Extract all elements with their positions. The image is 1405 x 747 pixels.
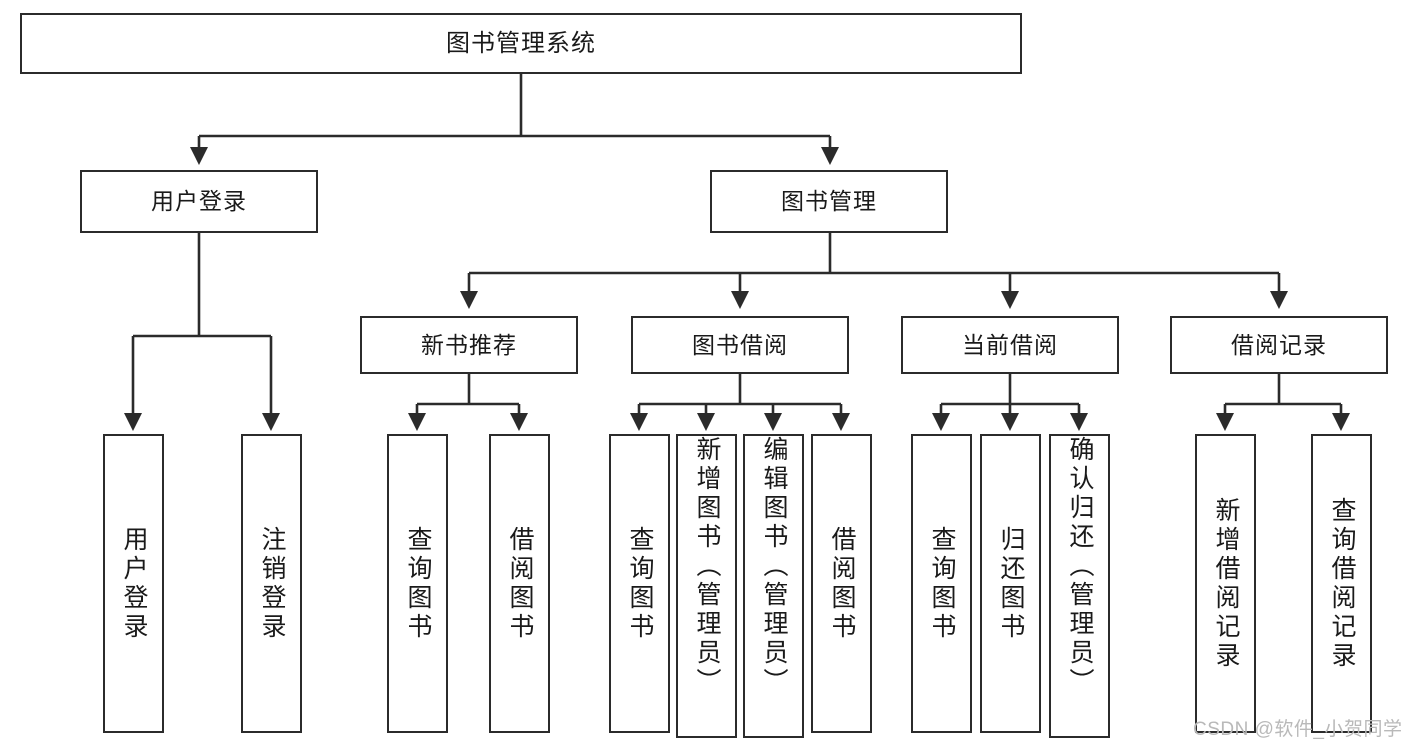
node-new-book-recommend[interactable]: 新书推荐 — [360, 316, 578, 374]
node-book-manage[interactable]: 图书管理 — [710, 170, 948, 233]
node-borrow-record[interactable]: 借阅记录 — [1170, 316, 1388, 374]
node-label: 归还图书 — [997, 525, 1025, 642]
node-book-borrow[interactable]: 图书借阅 — [631, 316, 849, 374]
node-label: 查询借阅记录 — [1328, 496, 1356, 671]
node-label: 图书管理系统 — [446, 29, 596, 57]
node-label: 注销登录 — [258, 525, 286, 642]
leaf-return-book[interactable]: 归还图书 — [980, 434, 1041, 733]
node-label: 当前借阅 — [962, 331, 1058, 358]
node-label: 图书借阅 — [692, 331, 788, 358]
leaf-edit-book-admin[interactable]: 编辑图书（管理员） — [743, 434, 804, 738]
node-label: 编辑图书（管理员） — [760, 436, 788, 697]
leaf-confirm-return-admin[interactable]: 确认归还（管理员） — [1049, 434, 1110, 738]
node-label: 新书推荐 — [421, 331, 517, 358]
node-label: 图书管理 — [781, 188, 877, 215]
node-label: 借阅记录 — [1231, 331, 1327, 358]
leaf-borrow-book-borrow[interactable]: 借阅图书 — [811, 434, 872, 733]
node-label: 用户登录 — [120, 525, 148, 642]
node-label: 查询图书 — [626, 525, 654, 642]
leaf-borrow-book-recommend[interactable]: 借阅图书 — [489, 434, 550, 733]
leaf-add-book-admin[interactable]: 新增图书（管理员） — [676, 434, 737, 738]
node-label: 借阅图书 — [828, 525, 856, 642]
node-label: 新增图书（管理员） — [693, 436, 721, 697]
csdn-watermark: CSDN @软件_小贺同学 — [1193, 719, 1403, 740]
node-label: 查询图书 — [928, 525, 956, 642]
leaf-user-login[interactable]: 用户登录 — [103, 434, 164, 733]
node-label: 查询图书 — [404, 525, 432, 642]
node-label: 借阅图书 — [506, 525, 534, 642]
node-user-login[interactable]: 用户登录 — [80, 170, 318, 233]
leaf-query-book-current[interactable]: 查询图书 — [911, 434, 972, 733]
node-current-borrow[interactable]: 当前借阅 — [901, 316, 1119, 374]
node-label: 新增借阅记录 — [1212, 496, 1240, 671]
leaf-query-book-borrow[interactable]: 查询图书 — [609, 434, 670, 733]
leaf-query-borrow-record[interactable]: 查询借阅记录 — [1311, 434, 1372, 733]
leaf-query-book-recommend[interactable]: 查询图书 — [387, 434, 448, 733]
node-label: 确认归还（管理员） — [1066, 436, 1094, 697]
leaf-user-logout[interactable]: 注销登录 — [241, 434, 302, 733]
node-label: 用户登录 — [151, 188, 247, 215]
node-root-system[interactable]: 图书管理系统 — [20, 13, 1022, 74]
leaf-add-borrow-record[interactable]: 新增借阅记录 — [1195, 434, 1256, 733]
